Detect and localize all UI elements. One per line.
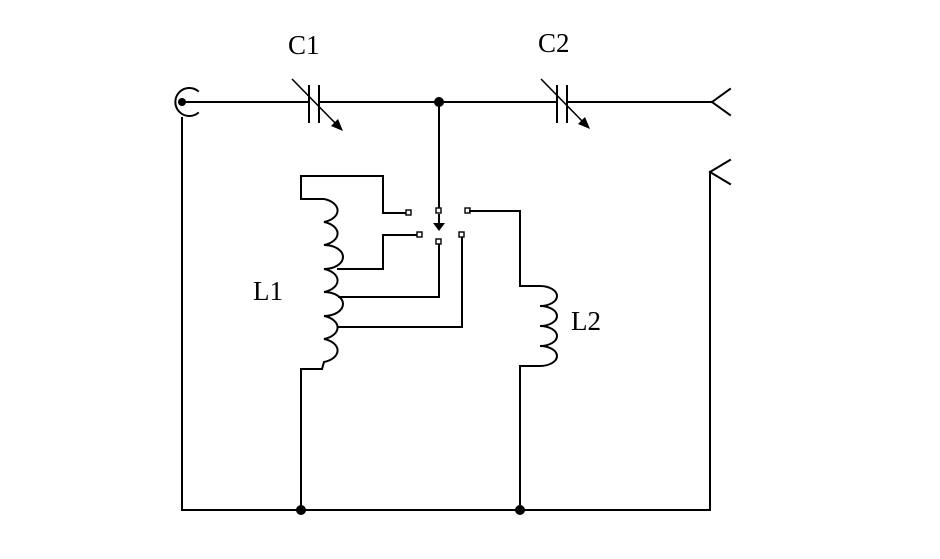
c2-label: C2 xyxy=(538,28,570,58)
inductor-coil-icon xyxy=(520,285,558,367)
inductor-coil-icon xyxy=(301,198,344,370)
l1-label: L1 xyxy=(253,276,283,306)
variable-capacitor-icon xyxy=(291,78,343,131)
c1-label: C1 xyxy=(288,30,320,60)
l2-label: L2 xyxy=(571,306,601,336)
variable-capacitor-icon xyxy=(540,78,590,129)
capacitor-c2 xyxy=(540,78,590,129)
inductor-l1 xyxy=(300,175,463,511)
antenna-terminal-icon xyxy=(708,87,732,186)
capacitor-c1 xyxy=(291,78,343,131)
rotary-switch-icon xyxy=(405,207,471,245)
inductor-l2 xyxy=(469,210,558,511)
